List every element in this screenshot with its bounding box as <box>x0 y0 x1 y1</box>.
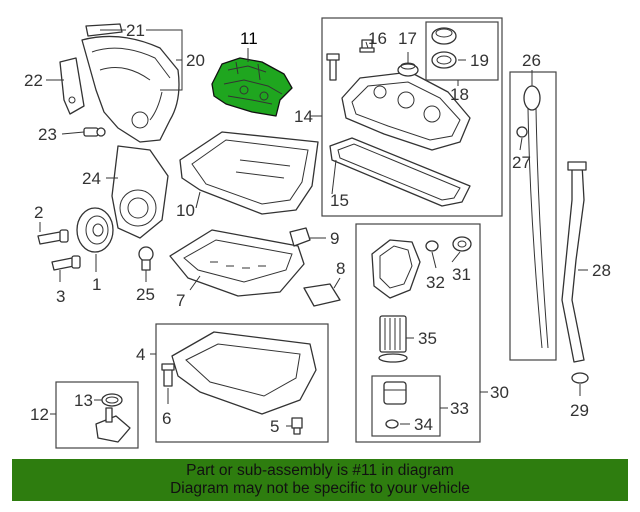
oil-pan-group-box-4 <box>155 323 329 443</box>
oil-pan-lower-4 <box>171 331 317 415</box>
o-ring-27 <box>516 126 528 138</box>
leader-lines <box>39 29 588 427</box>
callout-16: 16 <box>368 29 387 48</box>
callout-13: 13 <box>74 391 93 410</box>
callout-29: 29 <box>570 401 589 420</box>
o-ring-32 <box>425 240 439 252</box>
crank-pulley-1 <box>76 207 114 253</box>
callout-9: 9 <box>330 229 339 248</box>
callout-15: 15 <box>330 191 349 210</box>
callout-35: 35 <box>418 329 437 348</box>
stud-valve-cover <box>326 53 340 81</box>
sensor-group-box-12 <box>55 381 139 449</box>
bolt-23 <box>83 127 106 137</box>
filter-cap-box-33 <box>371 375 441 437</box>
o-ring-34 <box>385 419 399 429</box>
callout-30: 30 <box>490 383 509 402</box>
callout-34: 34 <box>414 415 433 434</box>
oil-pan-upper-10 <box>179 131 319 215</box>
fitment-banner: Part or sub-assembly is #11 in diagram D… <box>12 459 628 501</box>
valve-cover-14 <box>341 71 471 151</box>
callout-22: 22 <box>24 71 43 90</box>
filter-element-35 <box>378 315 408 363</box>
sensor-25 <box>138 246 154 271</box>
callout-27: 27 <box>512 153 531 172</box>
callout-25: 25 <box>136 285 155 304</box>
callout-18: 18 <box>450 85 469 104</box>
bolt-5 <box>291 417 303 435</box>
drain-plug-6 <box>161 363 175 387</box>
seal-31 <box>452 236 472 252</box>
callout-labels: 21 20 22 23 24 2 3 1 25 7 10 9 8 11 14 1… <box>24 21 611 436</box>
timing-cover-20 <box>81 35 180 143</box>
lower-timing-cover-24 <box>111 145 169 239</box>
callout-19: 19 <box>470 51 489 70</box>
dipstick-box-26 <box>509 71 557 361</box>
dipstick-tube-28 <box>561 161 587 363</box>
valve-cover-group-box-14 <box>321 17 503 217</box>
gasket-8 <box>303 283 341 307</box>
callout-3: 3 <box>56 287 65 306</box>
callout-28: 28 <box>592 261 611 280</box>
callout-11-highlighted: 11 <box>240 29 258 48</box>
callout-10: 10 <box>176 201 195 220</box>
filler-cap-box-18 <box>425 21 499 81</box>
bolt-2 <box>37 229 69 245</box>
callout-4: 4 <box>136 345 145 364</box>
bolt-3 <box>51 255 81 271</box>
banner-line-2: Diagram may not be specific to your vehi… <box>170 480 470 497</box>
callout-14: 14 <box>294 107 313 126</box>
callout-32: 32 <box>426 273 445 292</box>
timing-cover-side-22 <box>59 57 85 115</box>
callout-6: 6 <box>162 409 171 428</box>
callout-20: 20 <box>186 51 205 70</box>
seal-29 <box>571 372 589 384</box>
plug-9 <box>289 227 311 247</box>
callout-2: 2 <box>34 203 43 222</box>
callout-7: 7 <box>176 291 185 310</box>
callout-21: 21 <box>126 21 145 40</box>
callout-12: 12 <box>30 405 49 424</box>
callout-33: 33 <box>450 399 469 418</box>
callout-1: 1 <box>92 275 101 294</box>
callout-31: 31 <box>452 265 471 284</box>
callout-17: 17 <box>398 29 417 48</box>
callout-8: 8 <box>336 259 345 278</box>
filter-cap-33 <box>383 381 407 405</box>
oil-filter-group-box-30 <box>355 223 481 443</box>
filler-cap-18 <box>431 27 457 45</box>
gasket-15 <box>329 137 471 207</box>
exploded-parts-diagram: 21 20 22 23 24 2 3 1 25 7 10 9 8 11 14 1… <box>24 17 611 449</box>
banner-line-1: Part or sub-assembly is #11 in diagram <box>186 462 454 479</box>
callout-5: 5 <box>270 417 279 436</box>
callout-23: 23 <box>38 125 57 144</box>
dipstick-26 <box>523 85 549 349</box>
seal-19 <box>431 51 457 69</box>
highlight-fill <box>211 57 293 117</box>
highlighted-part-11 <box>211 57 293 117</box>
filter-housing <box>371 239 421 299</box>
baffle-7 <box>169 229 305 297</box>
o-ring-13 <box>101 393 123 407</box>
grommet-17 <box>397 62 419 77</box>
callout-24: 24 <box>82 169 101 188</box>
oil-level-sensor <box>95 407 131 443</box>
callout-26: 26 <box>522 51 541 70</box>
